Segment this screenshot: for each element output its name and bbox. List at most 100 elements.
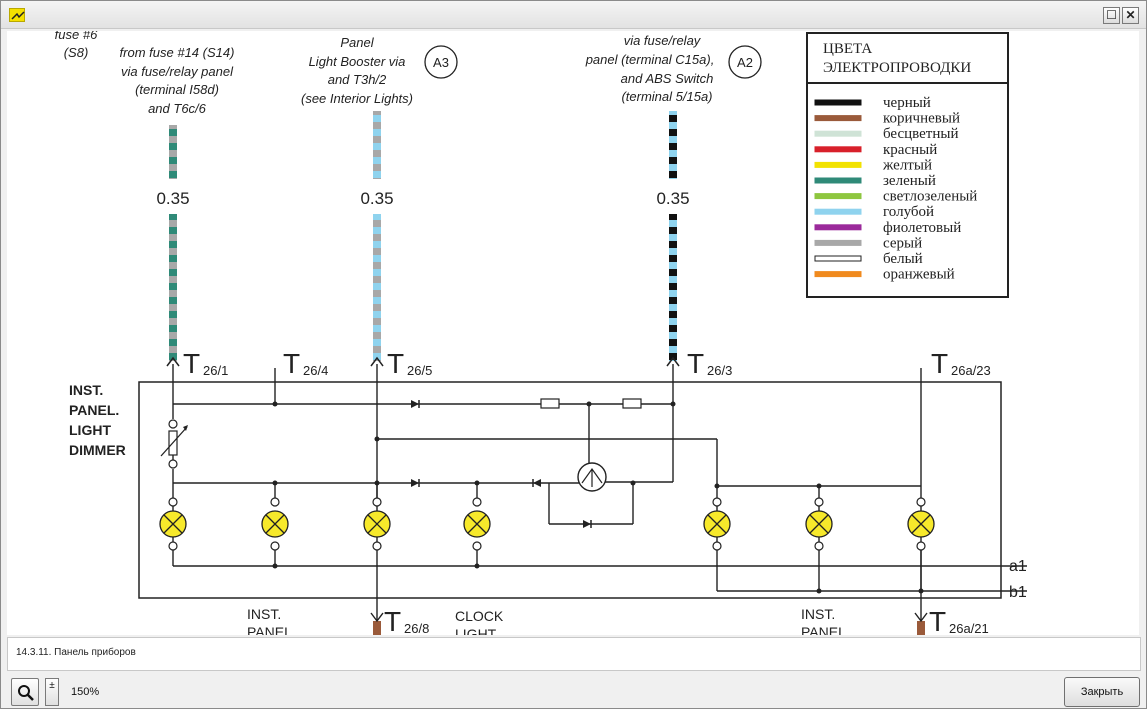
legend-title-1: ЦВЕТА — [823, 41, 872, 57]
lamp-icon — [703, 510, 731, 538]
wire-blue-gray-lower — [373, 214, 381, 361]
legend-label: коричневый — [883, 111, 960, 127]
label-s14-1: from fuse #14 (S14) — [120, 45, 235, 60]
legend-swatch — [814, 146, 862, 153]
clock-label-a: CLOCK — [455, 608, 504, 624]
inst-panel-label-1a: INST. — [247, 606, 281, 622]
dimmer-label-2: PANEL. — [69, 402, 119, 418]
inst-panel-label-2b: PANEL — [801, 624, 846, 635]
terminal-t-3: T — [387, 348, 404, 379]
legend-swatch — [814, 208, 862, 215]
label-s8-b: (S8) — [64, 45, 89, 60]
terminal-26a-23: 26a/23 — [951, 363, 991, 378]
legend-label: светлозеленый — [883, 189, 977, 205]
magnifier-icon — [18, 685, 34, 701]
wiring-diagram: fuse #6 (S8) from fuse #14 (S14) via fus… — [55, 31, 1027, 635]
label-relay-1: via fuse/relay — [624, 33, 702, 48]
wire-brown-2 — [917, 621, 925, 635]
wire-black-blue-lower — [669, 214, 677, 361]
terminal-t-7: T — [929, 606, 946, 635]
legend-label: голубой — [883, 204, 934, 220]
terminal-t-2: T — [283, 348, 300, 379]
figure-caption: 14.3.11. Панель приборов — [16, 647, 136, 658]
label-s8-a: fuse #6 — [55, 31, 98, 42]
terminal-26-4: 26/4 — [303, 363, 328, 378]
legend-label: белый — [883, 251, 923, 267]
bottom-toolbar: ± 150% Закрыть — [1, 673, 1146, 709]
legend-label: черный — [883, 95, 931, 111]
legend-swatch — [814, 177, 862, 184]
legend-swatch — [814, 239, 862, 246]
label-relay-2: panel (terminal C15a), — [585, 52, 715, 67]
wire-green-gray-lower — [169, 214, 177, 361]
gauge-3: 0.35 — [656, 189, 689, 208]
terminal-t-4: T — [687, 348, 704, 379]
legend-swatch — [814, 99, 862, 106]
legend-label: фиолетовый — [883, 220, 961, 236]
component-housing — [138, 381, 1002, 599]
lamp-icon — [907, 510, 935, 538]
callout-a2 — [728, 45, 762, 79]
close-window-button[interactable]: ✕ — [1122, 7, 1139, 24]
legend-label: красный — [883, 142, 937, 158]
lamp-icon — [159, 510, 187, 538]
title-bar[interactable]: ☐ ✕ — [1, 1, 1146, 29]
gauge-2: 0.35 — [360, 189, 393, 208]
label-s14-2: via fuse/relay panel — [121, 64, 234, 79]
zoom-button[interactable] — [11, 678, 39, 706]
gauge-1: 0.35 — [156, 189, 189, 208]
close-button[interactable]: Закрыть — [1064, 677, 1140, 707]
app-icon — [9, 8, 25, 22]
legend-swatch — [814, 130, 862, 137]
dimmer-label-1: INST. — [69, 382, 103, 398]
dimmer-label-4: DIMMER — [69, 442, 126, 458]
lamp-icon — [363, 510, 391, 538]
svg-text:A3: A3 — [433, 55, 449, 70]
terminal-t-1: T — [183, 348, 200, 379]
label-panel-4: (see Interior Lights) — [301, 91, 413, 106]
legend-swatch — [814, 115, 862, 122]
legend-swatch — [814, 193, 862, 200]
terminal-t-6: T — [384, 606, 401, 635]
legend-label: зеленый — [883, 173, 936, 189]
terminal-26-8: 26/8 — [404, 621, 429, 635]
label-s14-4: and T6c/6 — [148, 101, 207, 116]
wire-black-blue-upper — [669, 111, 677, 179]
inst-panel-label-1b: PANEL — [247, 624, 292, 635]
clock-label-b: LIGHT — [455, 626, 497, 635]
label-relay-3: and ABS Switch — [621, 71, 714, 86]
legend-swatch — [814, 224, 862, 231]
legend-label: серый — [883, 235, 922, 251]
maximize-button[interactable]: ☐ — [1103, 7, 1120, 24]
wire-blue-gray-upper — [373, 111, 381, 179]
wire-green-gray-upper — [169, 125, 177, 179]
terminal-26-1: 26/1 — [203, 363, 228, 378]
lamps — [159, 510, 935, 538]
zoom-stepper[interactable]: ± — [45, 678, 59, 706]
callout-a3 — [424, 45, 458, 79]
legend-swatch — [814, 255, 862, 262]
legend-swatch — [814, 161, 862, 168]
inst-panel-label-2a: INST. — [801, 606, 835, 622]
lamp-icon — [463, 510, 491, 538]
label-panel-2: Light Booster via — [309, 54, 406, 69]
terminal-26a-21: 26a/21 — [949, 621, 989, 635]
label-panel-1: Panel — [340, 35, 374, 50]
diagram-viewport[interactable]: fuse #6 (S8) from fuse #14 (S14) via fus… — [7, 31, 1139, 635]
dimmer-label-3: LIGHT — [69, 422, 111, 438]
label-relay-4: (terminal 5/15a) — [621, 89, 712, 104]
legend-title-2: ЭЛЕКТРОПРОВОДКИ — [823, 60, 971, 76]
lamp-icon — [261, 510, 289, 538]
terminal-26-3: 26/3 — [707, 363, 732, 378]
legend-swatch — [814, 271, 862, 278]
terminal-t-5: T — [931, 348, 948, 379]
legend-label: желтый — [882, 157, 932, 173]
label-s14-3: (terminal I58d) — [135, 82, 219, 97]
resistor-2 — [622, 398, 642, 409]
svg-text:A2: A2 — [737, 55, 753, 70]
wire-brown-1 — [373, 621, 381, 635]
caption-bar: 14.3.11. Панель приборов — [7, 637, 1141, 671]
label-panel-3: and T3h/2 — [328, 72, 387, 87]
